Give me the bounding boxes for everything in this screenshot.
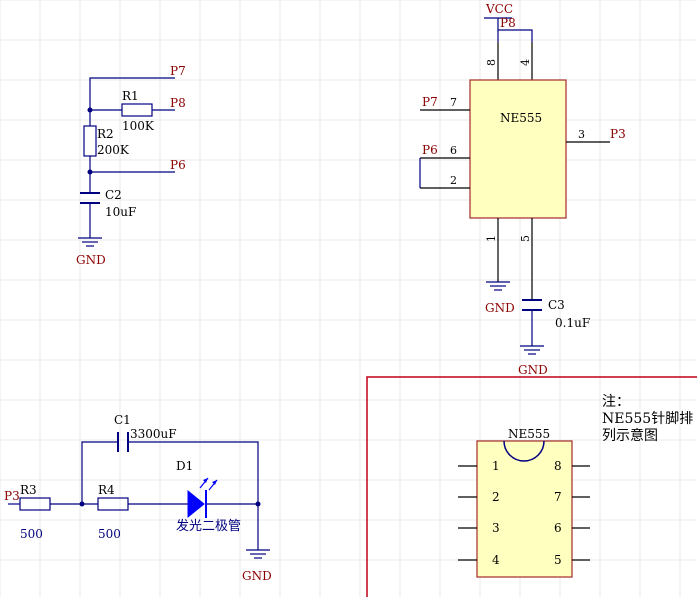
ic-body bbox=[469, 79, 567, 219]
pin-num-5: 5 bbox=[519, 235, 532, 242]
capacitor-c3 bbox=[522, 299, 542, 311]
ground-symbol bbox=[246, 549, 270, 559]
timing-network: P7 P8 P6 R1 100K R2 200K C2 10uF GND bbox=[76, 64, 186, 267]
vcc-label: VCC bbox=[485, 2, 513, 16]
d1-ref: D1 bbox=[176, 459, 193, 473]
ground-symbol bbox=[486, 281, 510, 291]
pinout-pin-7: 7 bbox=[554, 490, 562, 504]
gnd-label: GND bbox=[242, 569, 272, 583]
capacitor-c2 bbox=[80, 192, 100, 204]
ground-symbol bbox=[78, 237, 102, 247]
pinout-pin-8: 8 bbox=[554, 459, 562, 473]
pin-num-6: 6 bbox=[450, 144, 457, 157]
pinout-pin-1: 1 bbox=[492, 459, 500, 473]
pinout-pin-3: 3 bbox=[492, 521, 500, 535]
r2-value: 200K bbox=[97, 143, 130, 157]
ic-name: NE555 bbox=[500, 111, 542, 125]
c1-value: 3300uF bbox=[130, 427, 177, 441]
note-line-2: NE555针脚排 bbox=[602, 411, 693, 427]
net-label-p3: P3 bbox=[4, 489, 20, 503]
c3-ref: C3 bbox=[548, 298, 565, 312]
c2-value: 10uF bbox=[105, 205, 136, 219]
gnd-label: GND bbox=[518, 363, 548, 377]
resistor-r4 bbox=[97, 497, 129, 511]
pinout-pin-6: 6 bbox=[554, 521, 562, 535]
net-label-p6: P6 bbox=[170, 158, 186, 172]
pin-num-2: 2 bbox=[450, 174, 457, 187]
note-border bbox=[366, 376, 697, 597]
resistor-r3 bbox=[19, 497, 51, 511]
d1-value: 发光二极管 bbox=[176, 518, 241, 534]
pin-num-3: 3 bbox=[578, 128, 585, 141]
net-label-p8: P8 bbox=[170, 96, 186, 110]
wire-c1-left bbox=[81, 441, 118, 504]
resistor-r2 bbox=[83, 125, 97, 157]
pinout-notch bbox=[503, 440, 545, 462]
ground-symbol bbox=[520, 345, 544, 355]
r2-ref: R2 bbox=[97, 127, 114, 141]
pin-num-4: 4 bbox=[519, 59, 532, 66]
pin-num-1: 1 bbox=[485, 235, 498, 242]
led-d1 bbox=[187, 477, 218, 519]
net-label-p8-ic: P8 bbox=[500, 16, 516, 30]
r4-value: 500 bbox=[98, 527, 121, 541]
net-label-p6-ic: P6 bbox=[422, 143, 438, 157]
resistor-r1 bbox=[121, 103, 153, 117]
junction-dot bbox=[87, 107, 93, 113]
net-label-p3-ic: P3 bbox=[610, 127, 626, 141]
c3-value: 0.1uF bbox=[555, 316, 590, 330]
wire-vcc bbox=[497, 18, 533, 42]
note-line-1: 注： bbox=[602, 394, 630, 410]
net-label-p7-ic: P7 bbox=[422, 95, 438, 109]
c2-ref: C2 bbox=[105, 188, 122, 202]
pinout-pin-4: 4 bbox=[492, 553, 500, 567]
r1-value: 100K bbox=[122, 119, 155, 133]
pinout-ic-name: NE555 bbox=[508, 427, 550, 441]
junction-dot bbox=[79, 501, 85, 507]
output-circuit: P3 R3 500 R4 500 C1 3300uF D1 发光二极管 GND bbox=[4, 413, 272, 583]
junction-dot bbox=[87, 169, 93, 175]
note-line-3: 列示意图 bbox=[602, 427, 658, 444]
pin-num-7: 7 bbox=[450, 96, 457, 109]
gnd-label: GND bbox=[76, 253, 106, 267]
pin-num-8: 8 bbox=[485, 59, 498, 66]
capacitor-c1 bbox=[117, 432, 129, 452]
pinout-pin-5: 5 bbox=[554, 553, 562, 567]
r3-ref: R3 bbox=[20, 483, 37, 497]
gnd-label: GND bbox=[485, 301, 515, 315]
r1-ref: R1 bbox=[122, 89, 139, 103]
pinout-pin-2: 2 bbox=[492, 490, 500, 504]
net-label-p7: P7 bbox=[170, 64, 186, 78]
r3-value: 500 bbox=[20, 527, 43, 541]
wire-c1-right bbox=[128, 441, 259, 550]
junction-dot bbox=[255, 501, 261, 507]
ne555-ic: VCC P8 8 4 NE555 7 6 2 P7 P6 3 P3 1 5 bbox=[419, 2, 626, 377]
pinout-ic-body bbox=[476, 440, 573, 578]
c1-ref: C1 bbox=[114, 413, 131, 427]
pinout-note: 注： NE555针脚排 列示意图 NE555 1 2 3 4 8 7 6 5 bbox=[366, 376, 697, 597]
r4-ref: R4 bbox=[98, 483, 115, 497]
